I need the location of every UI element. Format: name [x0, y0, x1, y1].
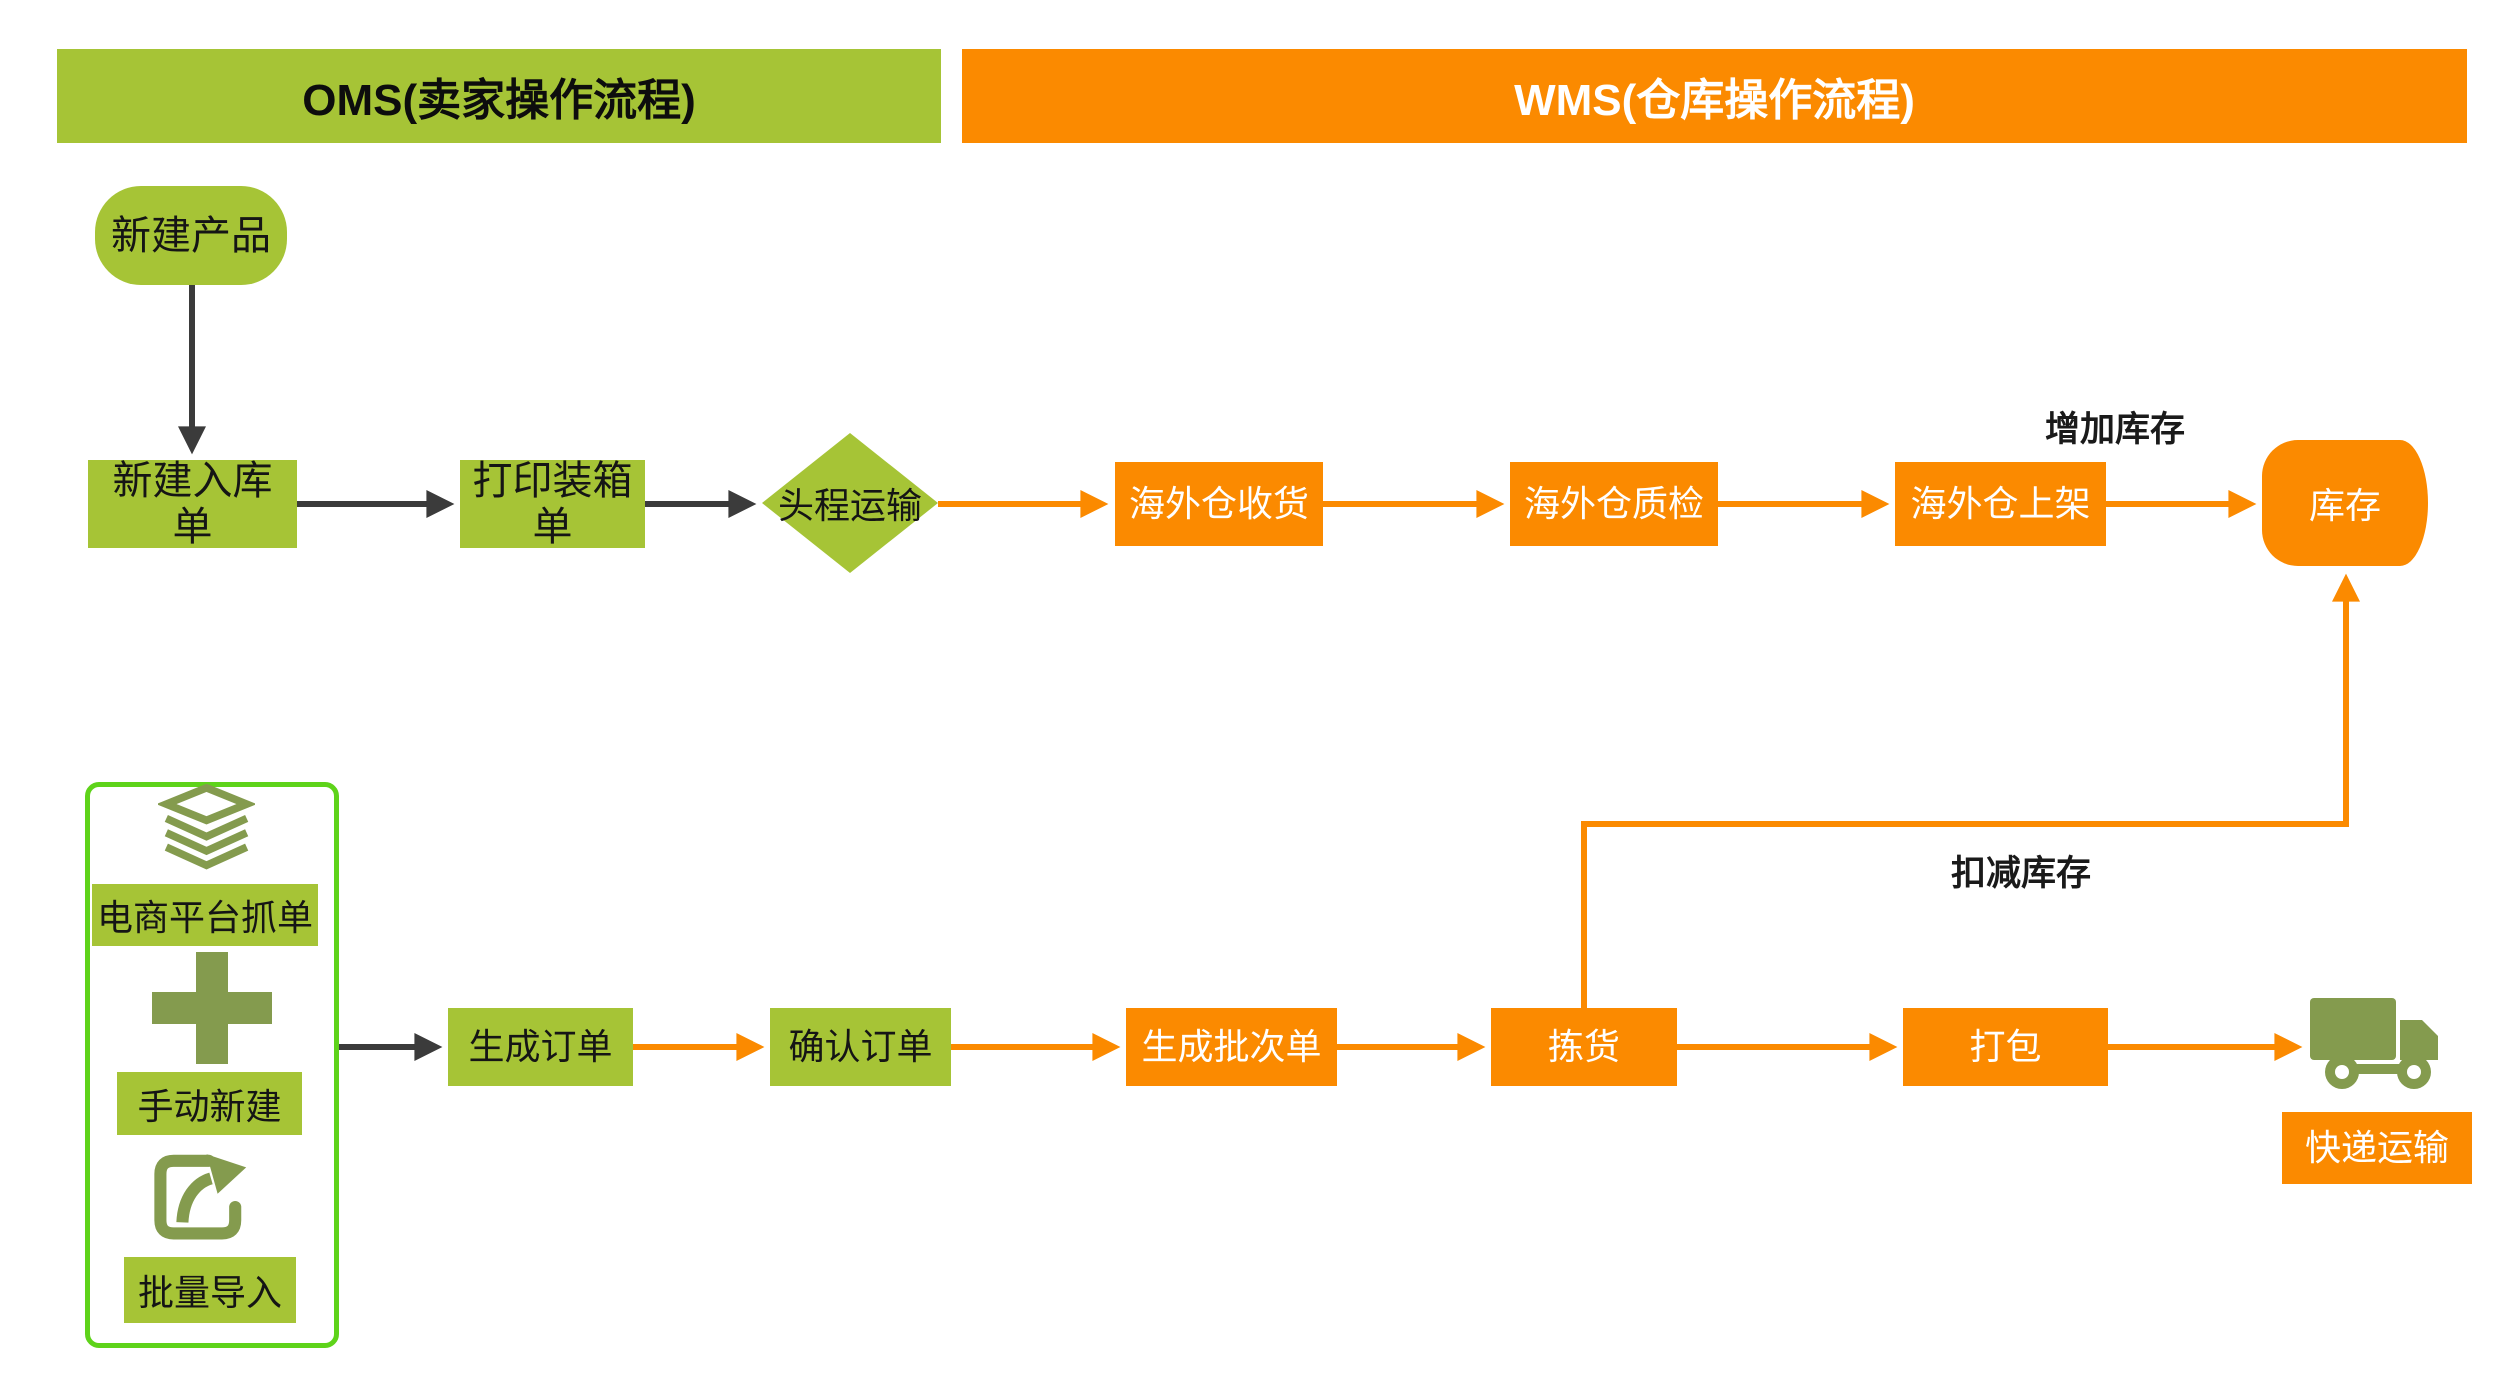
node-pick: 拣货 [1491, 1008, 1677, 1086]
node-create-inbound-order: 新建入库单 [88, 459, 297, 549]
source-ecommerce-grab: 电商平台抓单 [92, 884, 318, 946]
node-overseas-receive: 海外仓收货 [1115, 462, 1323, 546]
diamond-label: 头程运输 [777, 485, 922, 526]
node-overseas-shelve: 海外仓上架 [1895, 462, 2106, 546]
inventory-label: 库存 [2308, 485, 2381, 526]
node-first-leg-transport: 头程运输 [762, 433, 938, 573]
truck-icon [2308, 994, 2448, 1094]
node-pack: 打包 [1903, 1008, 2108, 1086]
layers-icon [156, 783, 257, 872]
deduct-inventory-label: 扣减库存 [1950, 853, 2091, 893]
node-express-transport: 快递运输 [2282, 1112, 2472, 1184]
order-sources-container [85, 782, 339, 1348]
node-overseas-qc: 海外仓质检 [1510, 462, 1718, 546]
source-manual-create: 手动新建 [117, 1072, 302, 1135]
node-generate-order: 生成订单 [448, 1008, 633, 1086]
wms-header: WMS(仓库操作流程) [962, 49, 2467, 143]
diamond-shape [762, 433, 938, 573]
source-batch-import: 批量导入 [124, 1257, 296, 1323]
node-generate-batch-order: 生成批次单 [1126, 1008, 1337, 1086]
plus-icon [152, 952, 272, 1064]
export-icon [145, 1145, 255, 1247]
node-inventory: 库存 [2262, 440, 2428, 566]
increase-inventory-label: 增加库存 [2044, 409, 2185, 449]
oms-header: OMS(卖家操作流程) [57, 49, 941, 143]
node-confirm-order: 确认订单 [770, 1008, 951, 1086]
inventory-cylinder-shape [2262, 440, 2428, 566]
node-print-packing-list: 打印装箱单 [460, 459, 645, 549]
node-new-product: 新建产品 [95, 186, 287, 285]
arrow-pick-deduct-to-inventory [1581, 573, 2360, 1008]
